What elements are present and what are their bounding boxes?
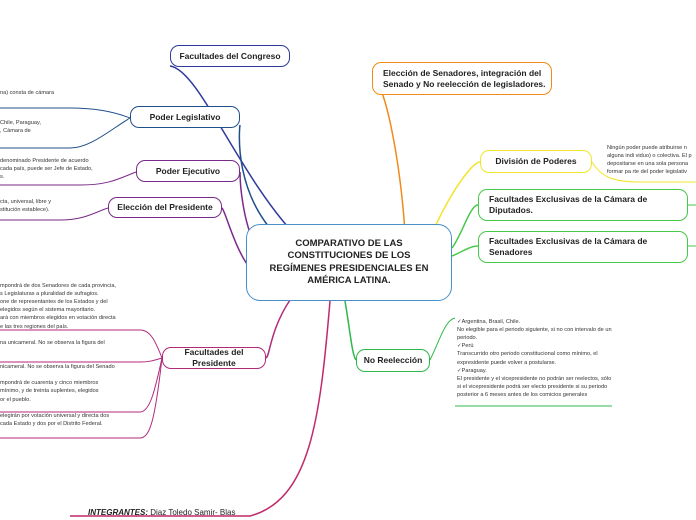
- topic-facultades-senadores[interactable]: Facultades Exclusivas de la Cámara de Se…: [478, 231, 688, 263]
- topic-label: Poder Legislativo: [149, 111, 221, 122]
- topic-label: División de Poderes: [495, 156, 577, 167]
- topic-facultades-presidente[interactable]: Facultades del Presidente: [162, 347, 266, 369]
- topic-label: Facultades Exclusivas de la Cámara de Se…: [489, 236, 648, 257]
- note-legislativo-2: Chile, Paraguay, , Cámara de: [0, 120, 41, 135]
- note-facultades-presidente: mpondrá de dos Senadores de cada provinc…: [0, 283, 116, 427]
- credit-label: INTEGRANTES:: [88, 508, 148, 517]
- topic-poder-ejecutivo[interactable]: Poder Ejecutivo: [136, 160, 240, 182]
- topic-label: Elección del Presidente: [117, 202, 213, 213]
- topic-eleccion-senadores[interactable]: Elección de Senadores, integración del S…: [372, 62, 552, 95]
- topic-label: Facultades Exclusivas de la Cámara de Di…: [489, 194, 648, 215]
- topic-label: Facultades del Presidente: [184, 347, 244, 368]
- central-topic-title: COMPARATIVO DE LAS CONSTITUCIONES DE LOS…: [269, 237, 429, 286]
- topic-label: Poder Ejecutivo: [155, 165, 221, 176]
- topic-label: Facultades del Congreso: [179, 50, 281, 61]
- topic-label: No Reelección: [363, 355, 423, 366]
- note-legislativo-1: na) consta de cámara: [0, 90, 55, 96]
- integrantes-credit: INTEGRANTES: Diaz Toledo Samir- Blas: [88, 508, 235, 517]
- note-eleccion: cta, universal, libre y stitución establ…: [0, 199, 51, 214]
- note-no-reeleccion: ✓Argentina, Brasil, Chile. No elegible p…: [457, 319, 612, 398]
- note-ejecutivo: denominado Presidente de acuerdo cada pa…: [0, 158, 93, 181]
- topic-facultades-congreso[interactable]: Facultades del Congreso: [170, 45, 290, 67]
- credit-names: Diaz Toledo Samir- Blas: [150, 508, 236, 517]
- topic-facultades-diputados[interactable]: Facultades Exclusivas de la Cámara de Di…: [478, 189, 688, 221]
- central-topic[interactable]: COMPARATIVO DE LAS CONSTITUCIONES DE LOS…: [246, 224, 452, 301]
- topic-eleccion-presidente[interactable]: Elección del Presidente: [108, 197, 222, 218]
- note-division-poderes: Ningún poder puede atribuirse n alguna i…: [607, 145, 692, 176]
- topic-no-reeleccion[interactable]: No Reelección: [356, 349, 430, 372]
- topic-label: Elección de Senadores, integración del S…: [383, 67, 546, 89]
- topic-poder-legislativo[interactable]: Poder Legislativo: [130, 106, 240, 128]
- topic-division-poderes[interactable]: División de Poderes: [480, 150, 592, 173]
